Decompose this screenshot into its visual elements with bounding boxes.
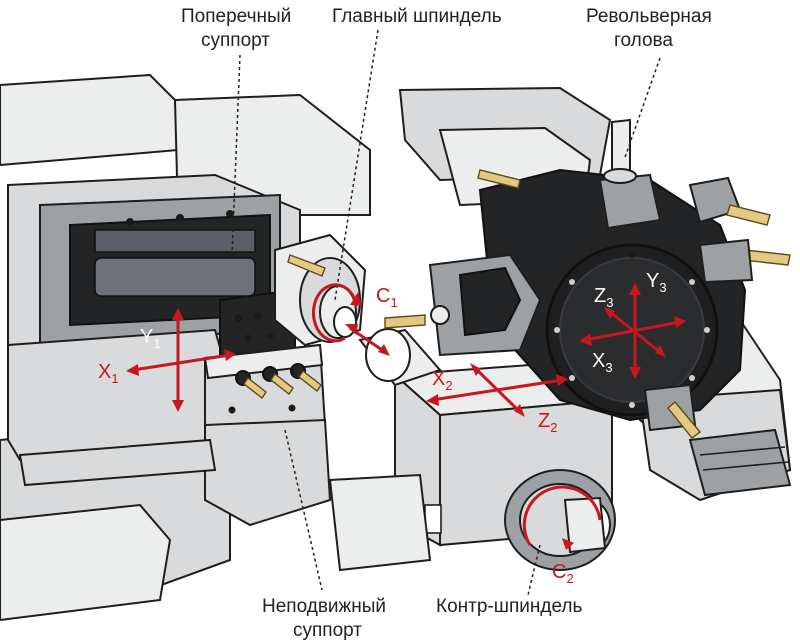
callout-turret-line2: голова <box>614 30 673 51</box>
callout-counter-spindle: Контр-шпиндель <box>436 596 582 617</box>
axis-label-x1: X1 <box>98 361 119 386</box>
cross-slide <box>7 173 301 462</box>
machine-rails <box>18 428 792 572</box>
callout-main-spindle: Главный шпиндель <box>332 6 502 27</box>
fixed-slide <box>203 343 332 527</box>
axis-label-c1: C1 <box>376 285 398 310</box>
axis-labels: Y1 X1 C1 Z1 X2 Z2 C2 Y3 Z3 X3 <box>98 270 667 586</box>
callout-cross-slide-line1: Поперечный <box>181 6 291 27</box>
callout-cross-slide-line2: суппорт <box>201 30 270 51</box>
axis-label-z2: Z2 <box>538 410 557 435</box>
axis-label-x3: X3 <box>592 350 613 375</box>
callout-fixed-slide-line2: суппорт <box>293 620 362 641</box>
axis-label-x2: X2 <box>432 368 453 393</box>
axis-label-y3: Y3 <box>646 270 667 295</box>
callout-fixed-slide-line1: Неподвижный <box>262 596 386 617</box>
callouts: Поперечный суппорт Главный шпиндель Рево… <box>181 6 712 641</box>
axis-label-z1: Z1 <box>337 350 356 375</box>
axis-label-z3: Z3 <box>594 285 613 310</box>
callout-turret-line1: Револьверная <box>586 6 712 27</box>
axis-arrows <box>126 283 686 550</box>
axis-label-y1: Y1 <box>140 326 161 351</box>
leader-lines <box>231 29 661 596</box>
turret-head <box>384 118 791 439</box>
axis-label-c2: C2 <box>552 561 574 586</box>
